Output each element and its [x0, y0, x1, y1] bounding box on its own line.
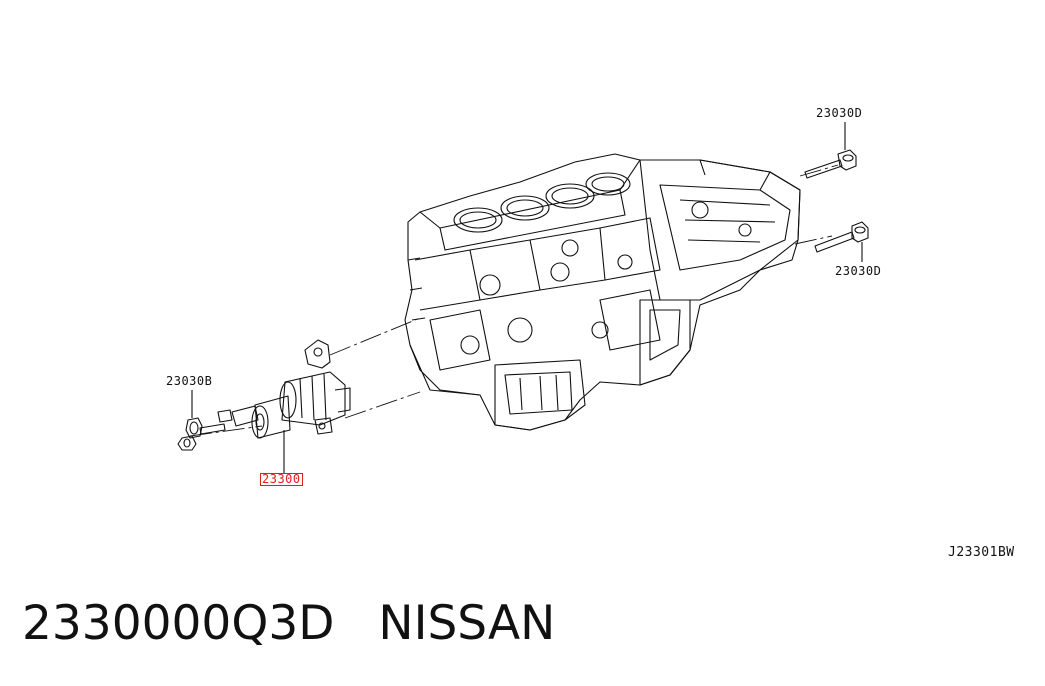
- exploded-parts-diagram: [177, 122, 869, 474]
- engine-block-drawing: [404, 153, 801, 431]
- bolt-left-drawing: [177, 390, 226, 451]
- bolt-right-drawing: [814, 221, 869, 262]
- part-number: 2330000Q3D: [22, 596, 335, 651]
- alignment-lines: [189, 164, 839, 437]
- callout-bolt-right: 23030D: [835, 264, 882, 278]
- bolt-top-drawing: [804, 122, 857, 179]
- callout-bolt-left: 23030B: [166, 374, 213, 388]
- callout-bolt-top: 23030D: [816, 106, 863, 120]
- brand-name: NISSAN: [378, 596, 556, 651]
- starter-motor-drawing: [217, 339, 351, 474]
- diagram-reference-code: J23301BW: [948, 545, 1015, 560]
- callout-starter-motor: 23300: [260, 472, 303, 486]
- part-caption: 2330000Q3D NISSAN: [22, 596, 555, 651]
